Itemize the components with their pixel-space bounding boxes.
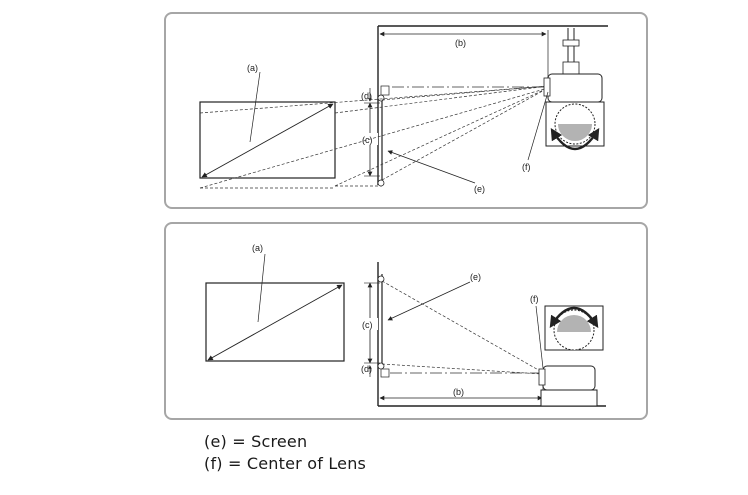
ceiling-mount-diagram: (b) (c) (d) (a) <box>199 25 608 194</box>
diagonal-a <box>207 284 343 361</box>
diagonal-a <box>201 103 334 178</box>
projected-image <box>199 101 336 179</box>
leader-e <box>387 281 471 321</box>
screen-top-roller <box>377 275 385 283</box>
legend-lens-center: (f) = Center of Lens <box>204 454 367 473</box>
label-a: (a) <box>252 243 263 253</box>
label-b: (b) <box>453 387 464 397</box>
projection-lines <box>381 280 543 375</box>
projector-lens <box>538 368 546 386</box>
label-b: (b) <box>455 38 466 48</box>
legend-screen: (e) = Screen <box>204 432 308 451</box>
leader-e <box>387 150 476 184</box>
leader-a <box>257 253 266 323</box>
label-f: (f) <box>522 162 531 172</box>
label-a: (a) <box>247 63 258 73</box>
projected-image <box>205 282 345 362</box>
projector-lens <box>543 77 551 97</box>
screen-bottom-roller <box>377 179 385 187</box>
leader-a <box>249 71 261 143</box>
label-e: (e) <box>474 184 485 194</box>
leader-f <box>527 91 549 161</box>
label-f: (f) <box>530 294 539 304</box>
label-d: (d) <box>361 91 372 101</box>
offset-marker <box>380 368 390 378</box>
table <box>540 389 598 407</box>
projector-floor <box>542 365 596 391</box>
rotation-arrow <box>550 127 600 150</box>
label-d: (d) <box>361 364 372 374</box>
projector-ceiling <box>547 73 603 103</box>
rotation-arrow <box>549 307 599 329</box>
floor-mount-diagram: (c) (d) (a) (b) (f) (e) <box>205 243 606 407</box>
label-c: (c) <box>362 320 373 330</box>
label-e: (e) <box>470 272 481 282</box>
leader-f <box>535 305 544 369</box>
label-c: (c) <box>362 135 373 145</box>
projection-lines <box>199 85 549 189</box>
offset-marker <box>380 85 390 96</box>
